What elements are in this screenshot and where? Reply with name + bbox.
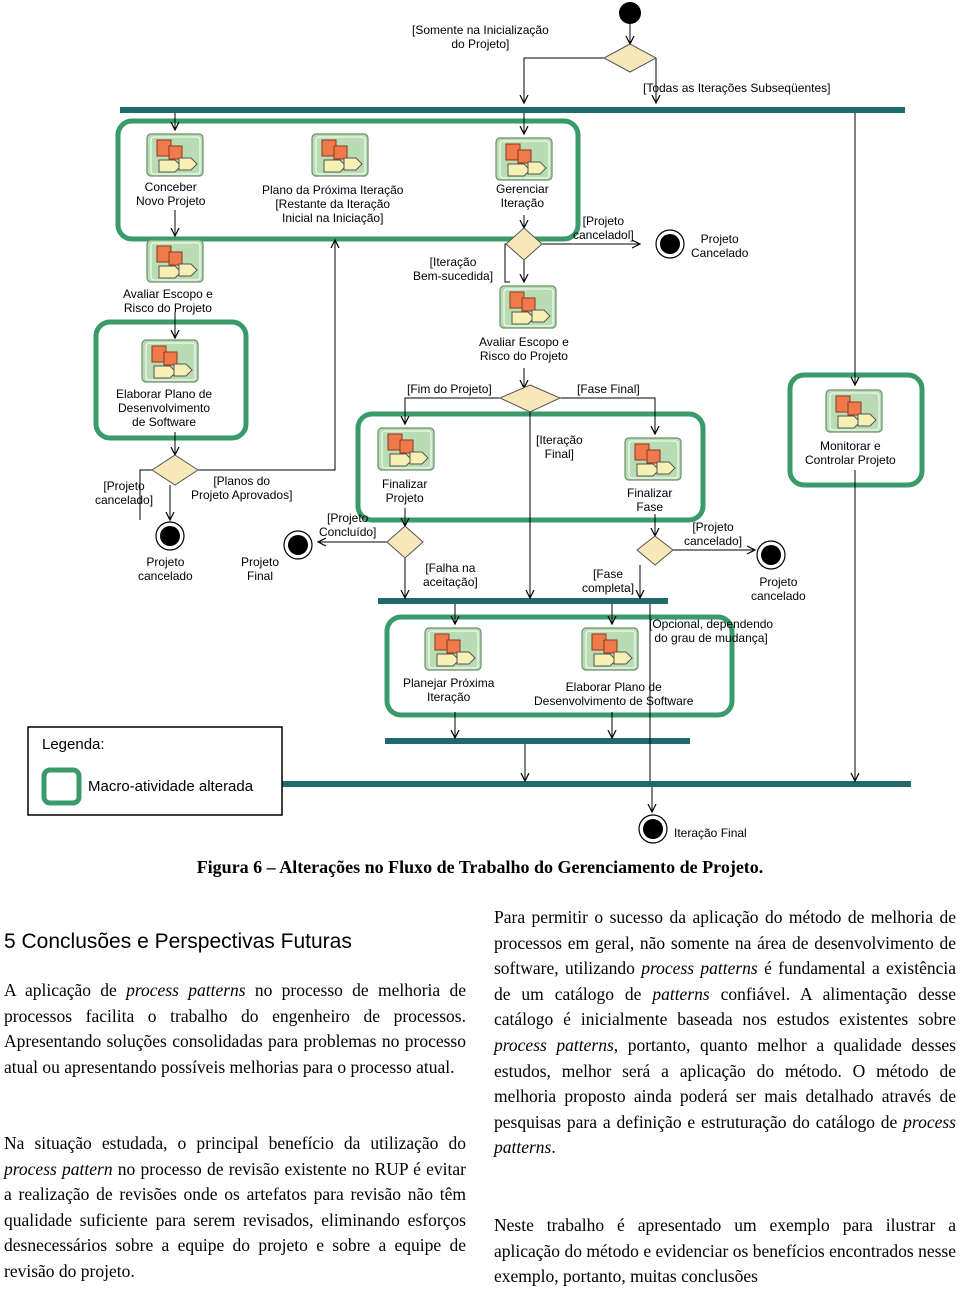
activity-icon bbox=[377, 427, 435, 471]
figure-caption: Figura 6 – Alterações no Fluxo de Trabal… bbox=[196, 857, 764, 877]
activity-icon bbox=[495, 137, 553, 181]
activity-label-finalizar-fase: Finalizar Fase bbox=[627, 486, 673, 514]
activity-label-elaborar-left: Elaborar Plano de Desenvolvimento de Sof… bbox=[116, 387, 213, 429]
final-label-iteracao-final: Iteração Final bbox=[674, 826, 747, 840]
activity-icon bbox=[499, 285, 557, 329]
decision-diamond bbox=[636, 535, 674, 566]
sync-bars bbox=[120, 107, 911, 787]
final-label-projeto-cancelado-2: Projeto cancelado bbox=[138, 555, 193, 583]
guard-planos-aprovados: [Planos do Projeto Aprovados] bbox=[191, 474, 293, 502]
sync-bar bbox=[268, 781, 911, 787]
sync-bar bbox=[378, 598, 668, 604]
connectors bbox=[139, 24, 855, 812]
final-node bbox=[756, 540, 786, 570]
final-node bbox=[655, 229, 685, 259]
sync-bar bbox=[120, 107, 905, 113]
decision-diamond bbox=[386, 525, 424, 559]
highlight-planejar bbox=[384, 614, 735, 718]
final-node bbox=[283, 530, 313, 560]
guard-projeto-cancelado-left: [Projeto cancelado] bbox=[95, 479, 154, 507]
activity-label-plano-proxima: Plano da Próxima Iteração [Restante da I… bbox=[262, 183, 404, 225]
activity-label-finalizar-projeto: Finalizar Projeto bbox=[382, 477, 428, 505]
guard-projeto-cancelado-right: [Projeto cancelado] bbox=[684, 520, 743, 548]
paragraph: Neste trabalho é apresentado um exemplo … bbox=[494, 1215, 956, 1287]
guard-iteracao-bem-sucedida: [Iteração Bem-sucedida] bbox=[413, 255, 494, 283]
highlight-top-row bbox=[115, 118, 581, 242]
activity-icon bbox=[825, 389, 883, 433]
guard-iteracao-final: [Iteração Final] bbox=[536, 433, 583, 461]
guard-fim-do-projeto: [Fim do Projeto] bbox=[407, 382, 492, 396]
activity-icon bbox=[581, 627, 639, 671]
activity-label-monitorar: Monitorar e Controlar Projeto bbox=[805, 439, 896, 467]
activity-icon bbox=[146, 133, 204, 177]
decision-diamond bbox=[602, 43, 658, 73]
highlight-monitorar bbox=[787, 372, 925, 488]
decision-diamond bbox=[505, 227, 543, 261]
final-nodes bbox=[155, 229, 786, 844]
final-node bbox=[155, 521, 185, 551]
guard-todas-iteracoes: [Todas as Iterações Subseqüentes] bbox=[643, 81, 831, 95]
final-label-projeto-cancelado: Projeto Cancelado bbox=[691, 232, 749, 260]
workflow-diagram bbox=[27, 2, 925, 844]
activity-label-avaliar-left: Avaliar Escopo e Risco do Projeto bbox=[123, 287, 213, 315]
sync-bar bbox=[385, 738, 690, 744]
decisions bbox=[151, 43, 674, 566]
paragraph: Na situação estudada, o principal benefí… bbox=[4, 1133, 467, 1281]
guard-opcional: [Opcional, dependendo do grau de mudança… bbox=[649, 617, 774, 645]
activity-label-planejar-proxima: Planejar Próxima Iteração bbox=[403, 676, 495, 704]
activity-label-avaliar-center: Avaliar Escopo e Risco do Projeto bbox=[479, 335, 569, 363]
guard-projeto-cancelado: [Projeto canceladol] bbox=[573, 214, 634, 242]
paragraph: A aplicação de process patterns no proce… bbox=[4, 980, 466, 1077]
guard-falha-aceitacao: [Falha na aceitação] bbox=[423, 561, 478, 589]
activity-icon bbox=[141, 339, 199, 383]
decision-diamond bbox=[151, 454, 199, 486]
final-label-projeto-cancelado-3: Projeto cancelado bbox=[751, 575, 806, 603]
guard-somente-inicializacao: [Somente na Inicialização do Projeto] bbox=[412, 23, 549, 51]
activity-label-elaborar-bottom: Elaborar Plano de Desenvolvimento de Sof… bbox=[534, 680, 694, 708]
activity-icon bbox=[624, 437, 682, 481]
start-node bbox=[619, 2, 641, 24]
highlight-boxes bbox=[93, 118, 925, 718]
guard-projeto-concluido: [Projeto Concluído] bbox=[319, 511, 377, 539]
decision-diamond bbox=[498, 384, 562, 413]
activity-icon bbox=[424, 627, 482, 671]
guard-fase-completa: [Fase completa] bbox=[582, 567, 635, 595]
section-heading: 5 Conclusões e Perspectivas Futuras bbox=[4, 930, 352, 953]
legend-title: Legenda: bbox=[42, 736, 105, 753]
activity-icon bbox=[146, 239, 204, 283]
final-node bbox=[638, 814, 668, 844]
activity-icon bbox=[311, 133, 369, 177]
legend-item-label: Macro-atividade alterada bbox=[88, 778, 254, 795]
activity-label-conceber: Conceber Novo Projeto bbox=[136, 180, 206, 208]
final-label-projeto-final: Projeto Final bbox=[241, 555, 280, 583]
legend-swatch bbox=[41, 767, 82, 806]
paragraph: Para permitir o sucesso da aplicação do … bbox=[494, 907, 956, 1158]
highlight-elaborar bbox=[93, 319, 249, 441]
activity-label-gerenciar: Gerenciar Iteração bbox=[496, 182, 549, 210]
guard-fase-final: [Fase Final] bbox=[577, 382, 640, 396]
